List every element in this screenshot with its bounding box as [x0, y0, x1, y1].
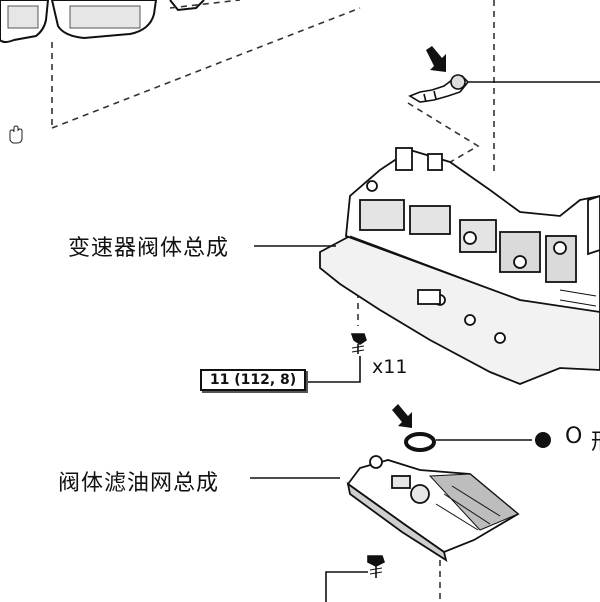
oil-strainer-bolt	[367, 555, 385, 578]
oil-strainer-label: 阀体滤油网总成	[58, 471, 220, 496]
install-direction-arrow-icon	[426, 46, 446, 72]
install-direction-arrow-icon-2	[392, 404, 412, 428]
valve-body-label: 变速器阀体总成	[68, 236, 230, 261]
black-dot-icon	[535, 432, 551, 448]
bolt-count-label: x11	[372, 356, 408, 378]
upper-housing-partial	[0, 0, 205, 43]
torque-spec-box: 11 (112, 8)	[200, 369, 306, 391]
hand-cursor-icon	[9, 125, 23, 144]
valve-body-assembly	[319, 147, 600, 385]
ring-symbol-label: O	[565, 424, 583, 449]
solenoid-sensor	[408, 74, 600, 103]
leader-line-torque	[306, 356, 361, 383]
oil-strainer-assembly	[346, 455, 520, 562]
dashed-guide-lines	[51, 0, 495, 602]
o-ring	[404, 432, 551, 452]
valve-body-bolt	[350, 333, 367, 354]
cut-off-label: 形	[591, 424, 600, 456]
leader-line-strainer-bolt	[325, 571, 368, 602]
